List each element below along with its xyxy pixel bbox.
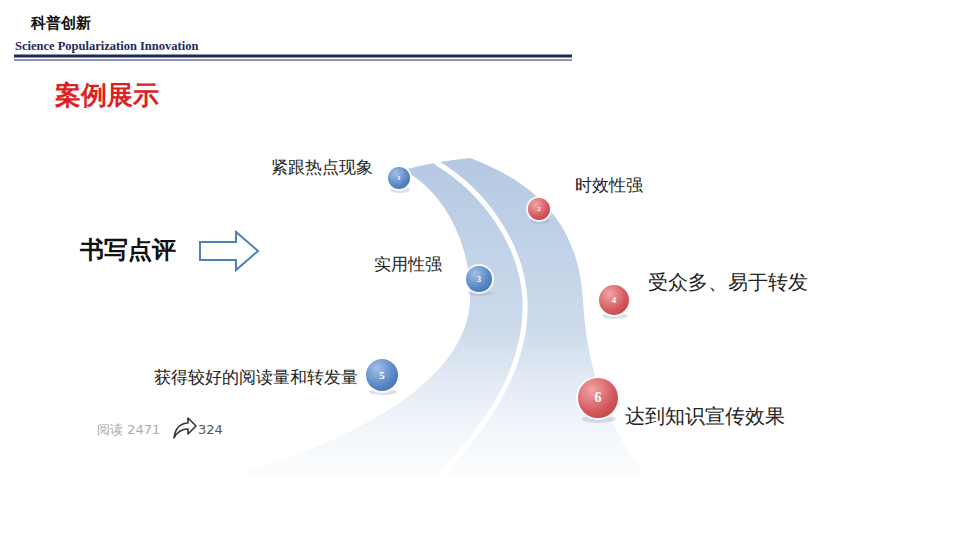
share-icon [174,418,196,438]
step-ball: 4受众多、易于转发 [599,285,629,315]
step-ball: 1紧跟热点现象 [388,167,410,189]
step-label: 时效性强 [575,175,643,195]
header-title: 科普创新 [31,14,91,32]
header-rule [14,55,572,58]
share-count: 324 [198,422,223,438]
step-label: 受众多、易于转发 [648,270,808,294]
callout-number: 6 [578,378,618,418]
header-subtitle: Science Popularization Innovation [15,39,198,54]
callout-number: 2 [528,198,550,220]
step-label: 紧跟热点现象 [271,157,373,177]
step-ball: 3实用性强 [466,266,492,292]
step-ball: 5获得较好的阅读量和转发量 [366,359,398,391]
section-label: 书写点评 [80,236,176,265]
callout-number: 3 [466,266,492,292]
read-count: 阅读 2471 [97,422,160,438]
road-center-line [437,163,525,474]
ball-shadows [369,187,628,423]
header-rule [14,60,572,61]
road [240,158,645,474]
step-ball: 6达到知识宣传效果 [578,378,618,418]
outline-arrow [200,232,258,270]
callout-number: 1 [388,167,410,189]
step-label: 达到知识宣传效果 [625,404,785,428]
slide-title: 案例展示 [55,80,159,111]
step-label: 实用性强 [374,254,442,274]
step-label: 获得较好的阅读量和转发量 [154,367,358,387]
callout-number: 4 [599,285,629,315]
step-ball: 2时效性强 [528,198,550,220]
callout-number: 5 [366,359,398,391]
